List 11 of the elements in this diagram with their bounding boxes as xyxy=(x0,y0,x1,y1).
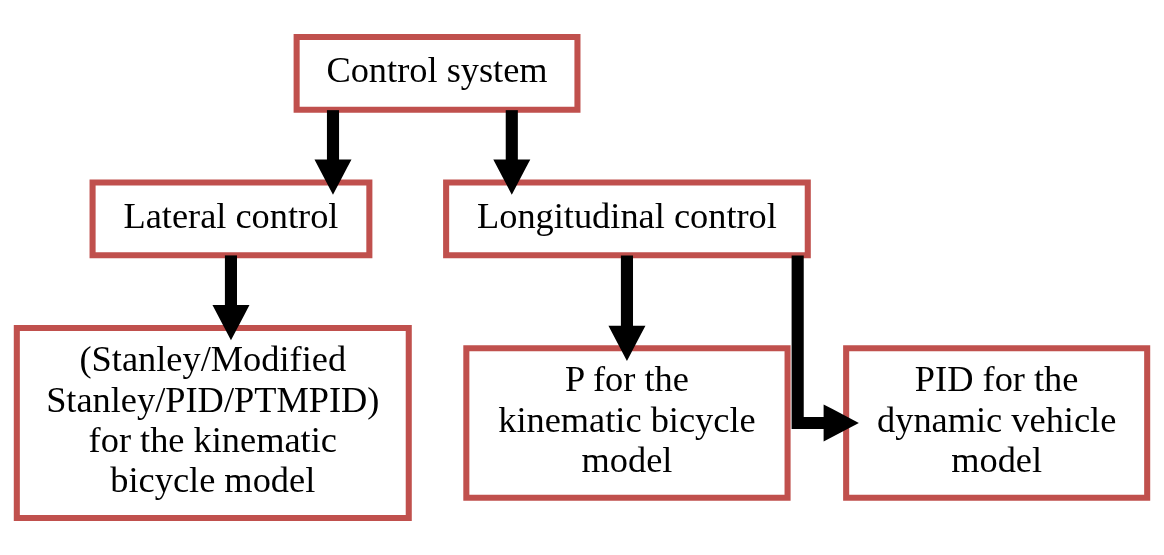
node-box: P for the kinematic bicycle model xyxy=(463,345,791,501)
arrow xyxy=(314,110,352,195)
arrow xyxy=(608,255,646,361)
node-box: Longitudinal control xyxy=(443,179,811,259)
node-box: (Stanley/Modified Stanley/PID/PTMPID) for the kinematic bicycle model xyxy=(13,325,412,521)
arrow xyxy=(212,255,250,341)
node-box: Lateral control xyxy=(89,179,373,259)
arrow xyxy=(493,110,531,195)
arrow xyxy=(791,255,859,442)
node-box: Control system xyxy=(293,34,581,113)
node-box: PID for the dynamic vehicle model xyxy=(843,345,1151,501)
